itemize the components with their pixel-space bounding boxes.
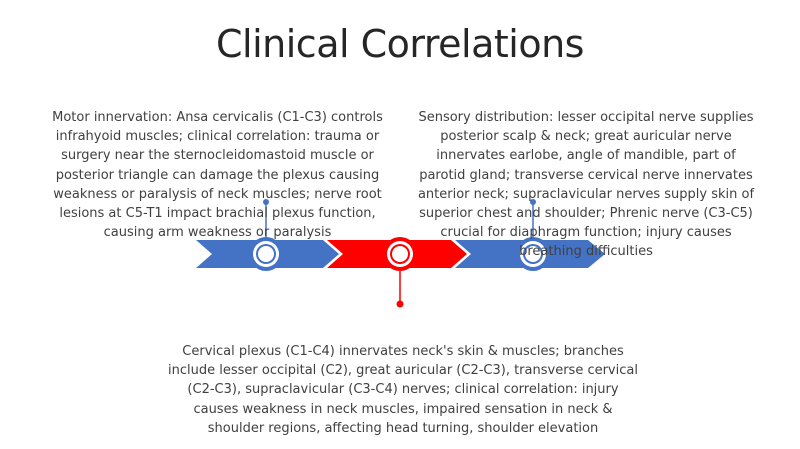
milestone-text-motor-innervation: Motor innervation: Ansa cervicalis (C1-C…: [52, 110, 383, 241]
milestone-text-cervical-plexus: Cervical plexus (C1-C4) innervates neck'…: [168, 344, 638, 436]
connector-dot-1: [263, 199, 269, 205]
slide-title: Clinical Correlations: [216, 22, 584, 66]
connector-dot-3: [530, 199, 536, 205]
milestone-text-sensory-distribution: Sensory distribution: lesser occipital n…: [417, 110, 755, 260]
connector-dot-2: [396, 300, 404, 308]
